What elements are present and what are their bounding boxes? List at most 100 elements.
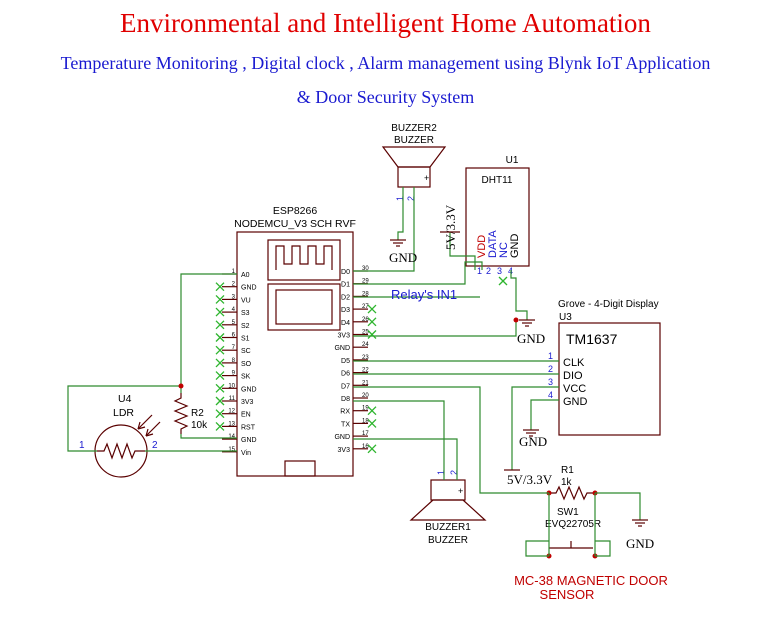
no-connect-markers — [215, 276, 508, 454]
pin-number-left: 6 — [232, 333, 236, 339]
no-connect-mark — [215, 371, 225, 381]
buzzer1-pin1: 1 — [436, 470, 446, 475]
pin-number-left: 5 — [232, 320, 236, 326]
pin-label-right: TX — [341, 421, 350, 428]
relay-label: Relay's IN1 — [391, 287, 457, 302]
display-pin-dio: DIO — [563, 370, 583, 382]
gnd-label: GND — [626, 536, 654, 551]
pin-label-left: 3V3 — [241, 399, 254, 406]
buzzer1-plus: + — [458, 486, 463, 496]
pin-label-left: SK — [241, 374, 251, 381]
display-ref: U3 — [559, 312, 572, 323]
pin-number-right: 28 — [362, 291, 369, 297]
sensor-label-line2: SENSOR — [540, 587, 595, 602]
no-connect-mark — [215, 396, 225, 406]
gnd-label: GND — [517, 331, 545, 346]
pin-number-left: 9 — [232, 371, 236, 377]
dht11-pin-data: DATA — [487, 230, 499, 258]
pin-label-left: S1 — [241, 336, 250, 343]
no-connect-mark — [215, 421, 225, 431]
pin-label-right: GND — [334, 434, 350, 441]
pin-label-left: GND — [241, 285, 257, 292]
power-label-dht: 5V/3.3V — [443, 204, 458, 250]
page-subtitle: Temperature Monitoring , Digital clock ,… — [60, 53, 711, 73]
buzzer2-value: BUZZER — [394, 135, 434, 146]
buzzer2-plus: + — [424, 173, 429, 183]
buzzer2-pin2: 2 — [406, 196, 416, 201]
display-num2: 2 — [548, 364, 553, 374]
ldr-value: LDR — [113, 407, 134, 419]
switch-sw1: SW1 EVQ22705R MC-38 MAGNETIC DOOR SENSOR — [514, 507, 668, 602]
pin-number-right: 24 — [362, 342, 369, 348]
dht11-pin-vdd: VDD — [476, 235, 488, 258]
buzzer1: 1 2 + BUZZER1 BUZZER — [409, 470, 487, 546]
no-connect-mark — [215, 320, 225, 330]
pin-number-right: 30 — [362, 266, 369, 272]
no-connect-mark — [215, 383, 225, 393]
resistor-r1: R1 1k — [546, 465, 598, 501]
page-subtitle-line2: & Door Security System — [296, 87, 475, 107]
no-connect-mark — [367, 304, 377, 314]
pin-label-left: GND — [241, 437, 257, 444]
pin-number-right: 19 — [362, 406, 369, 412]
dht11-value: DHT11 — [482, 175, 513, 186]
pin-label-left: SO — [241, 361, 252, 368]
pin-number-right: 21 — [362, 380, 369, 386]
pin-label-right: D0 — [341, 269, 350, 276]
sensor-label-line1: MC-38 MAGNETIC DOOR — [514, 573, 668, 588]
dht11-num2: 2 — [486, 266, 491, 276]
tm1637-display: Grove - 4-Digit Display U3 TM1637 CLK DI… — [548, 299, 661, 436]
no-connect-mark — [498, 276, 508, 286]
pin-label-right: 3V3 — [338, 447, 351, 454]
display-num4: 4 — [548, 390, 553, 400]
dht11-num1: 1 — [477, 266, 482, 276]
dht11-pin-gnd: GND — [509, 234, 521, 259]
ldr-pin2: 2 — [152, 440, 158, 451]
gnd-display: GND — [519, 429, 547, 449]
pin-number-left: 10 — [228, 383, 235, 389]
pin-number-left: 13 — [228, 421, 235, 427]
pin-label-left: S3 — [241, 310, 250, 317]
no-connect-mark — [215, 358, 225, 368]
display-pin-gnd: GND — [563, 396, 588, 408]
pin-number-left: 4 — [232, 307, 236, 313]
display-num1: 1 — [548, 351, 553, 361]
pin-label-left: EN — [241, 412, 251, 419]
nodemcu-module: ESP8266 NODEMCU_V3 SCH RVF A01GND2VU3S34… — [222, 205, 369, 477]
gnd-dht: GND — [517, 319, 545, 346]
sw1-value: EVQ22705R — [545, 519, 601, 530]
display-pin-vcc: VCC — [563, 383, 586, 395]
pin-label-right: D5 — [341, 358, 350, 365]
nodemcu-part: NODEMCU_V3 SCH RVF — [234, 218, 356, 230]
no-connect-mark — [215, 409, 225, 419]
pin-label-left: SC — [241, 348, 251, 355]
r2-value: 10k — [191, 420, 208, 431]
pin-label-right: D2 — [341, 294, 350, 301]
pin-label-left: RST — [241, 424, 256, 431]
ldr-ref: U4 — [118, 393, 132, 405]
buzzer1-value: BUZZER — [428, 535, 468, 546]
pin-label-right: D3 — [341, 307, 350, 314]
display-pin-clk: CLK — [563, 357, 585, 369]
r2-ref: R2 — [191, 408, 204, 419]
pin-label-right: D1 — [341, 282, 350, 289]
pin-number-left: 11 — [229, 396, 236, 402]
pin-label-right: 3V3 — [338, 333, 351, 340]
pin-label-left: GND — [241, 386, 257, 393]
ground-symbols: GND GND GND GND — [389, 239, 654, 551]
display-chip: TM1637 — [566, 331, 618, 347]
pin-number-right: 16 — [362, 444, 369, 450]
buzzer1-ref: BUZZER1 — [425, 522, 471, 533]
pin-number-left: 3 — [232, 294, 236, 300]
pin-number-left: 2 — [232, 282, 236, 288]
no-connect-mark — [215, 294, 225, 304]
pin-number-right: 22 — [362, 368, 369, 374]
pin-number-left: 12 — [228, 409, 235, 415]
pin-label-left: A0 — [241, 272, 250, 279]
pin-number-right: 23 — [362, 355, 369, 361]
ldr-sensor: U4 LDR 1 2 — [79, 393, 161, 478]
pin-number-left: 1 — [232, 269, 236, 275]
no-connect-mark — [367, 418, 377, 428]
pin-label-left: Vin — [241, 450, 251, 457]
